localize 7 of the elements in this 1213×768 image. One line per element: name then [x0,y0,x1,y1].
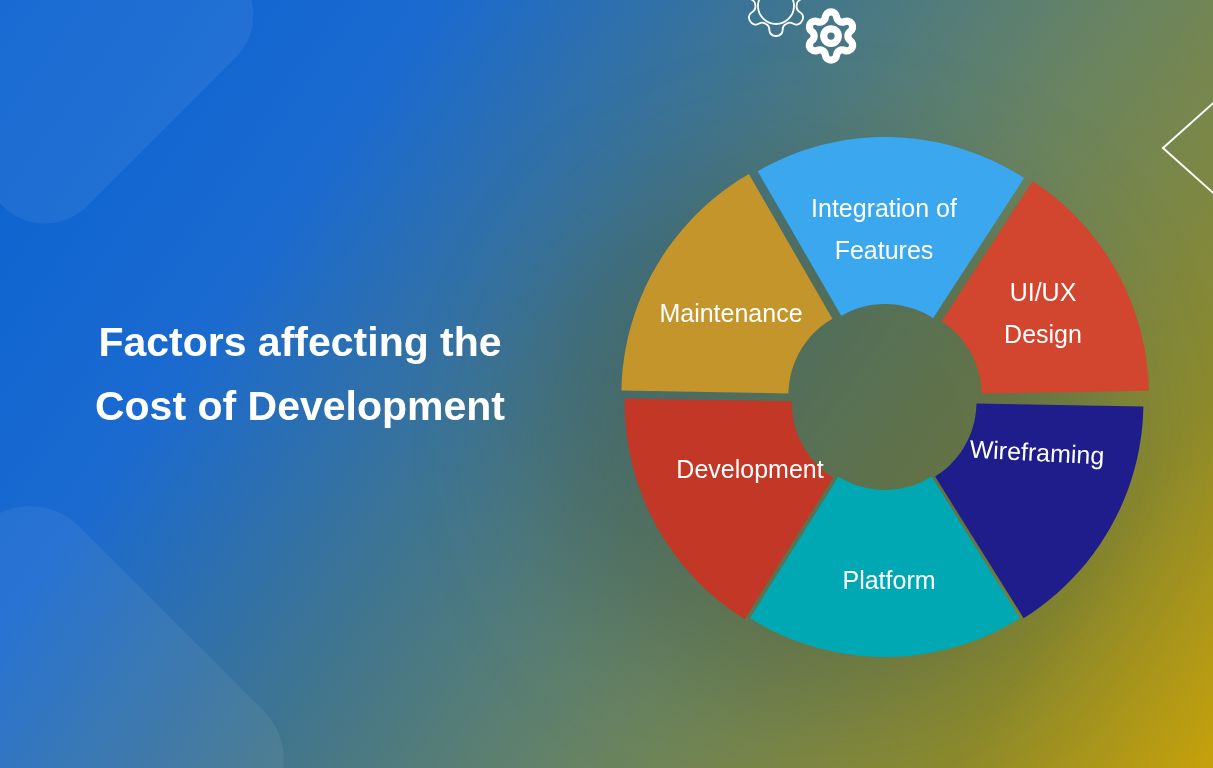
segment-label: UI/UX Design [1003,277,1083,350]
segment-label: Platform [841,565,937,596]
segment-label: Maintenance [658,298,804,329]
title: Factors affecting the Cost of Development [93,318,506,431]
segment-label: Development [675,454,825,485]
segment-label: Wireframing [968,433,1106,472]
segment-label: Integration of Features [810,193,958,266]
